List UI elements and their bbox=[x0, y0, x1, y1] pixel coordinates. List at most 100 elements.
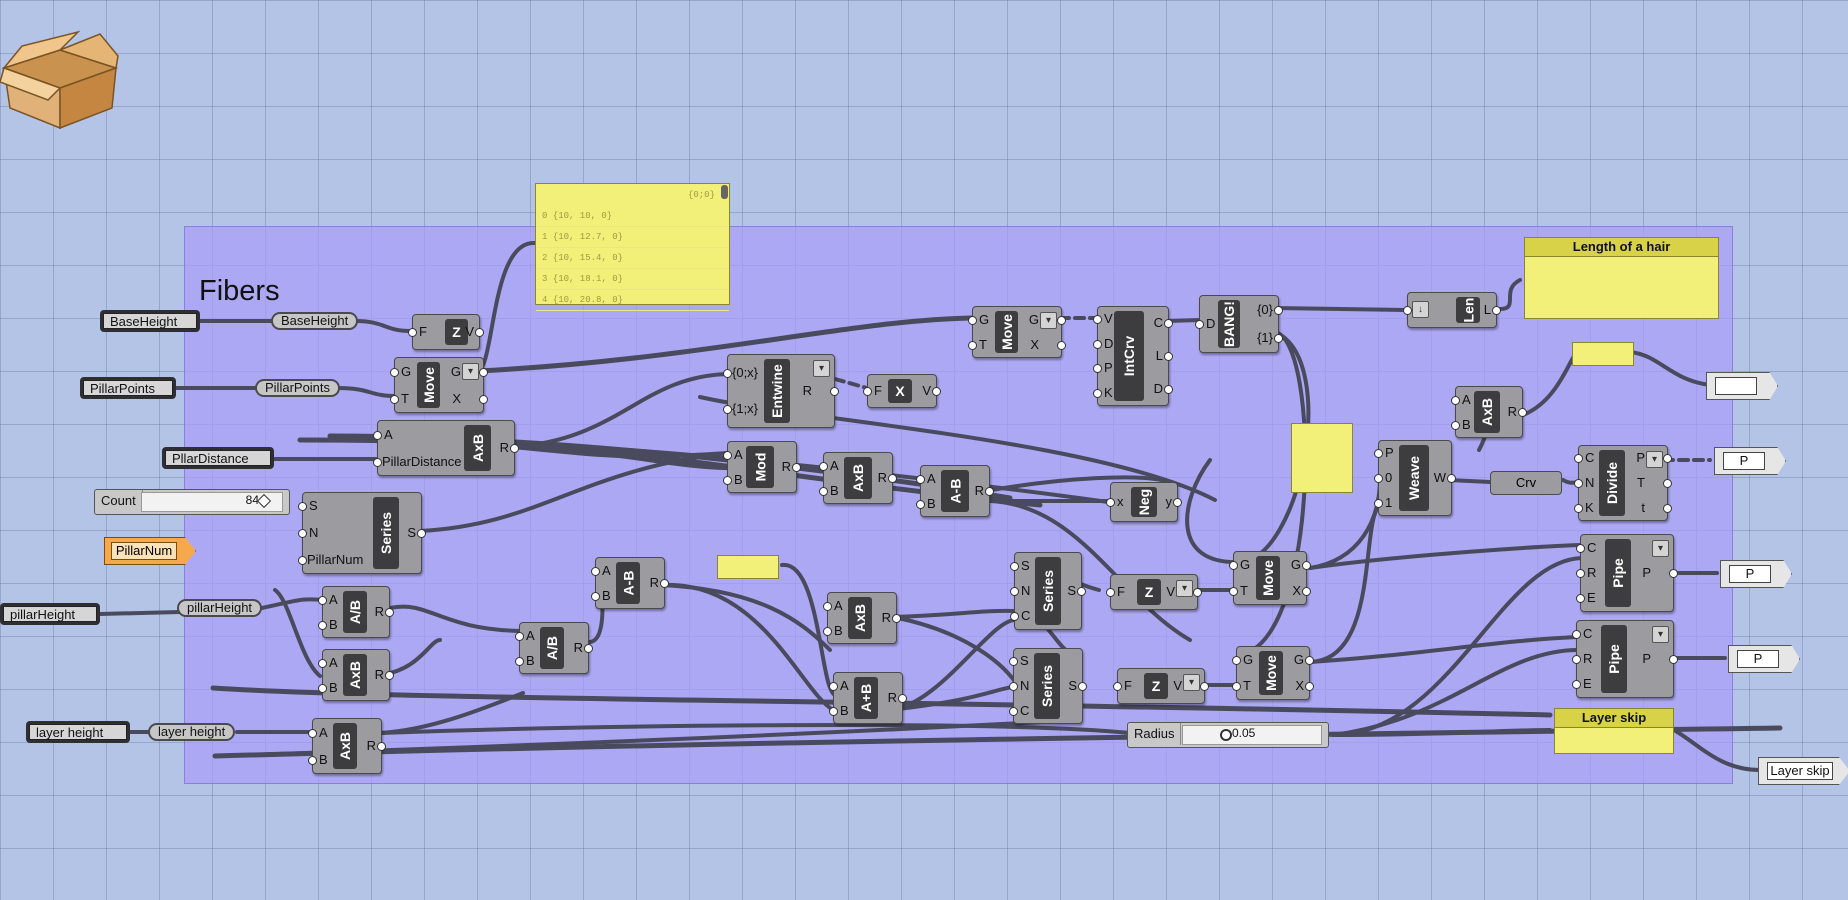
output-grip[interactable] bbox=[385, 608, 394, 617]
input-grip[interactable] bbox=[298, 529, 307, 538]
base-height-relay[interactable]: BaseHeight bbox=[271, 312, 359, 330]
output-grip[interactable] bbox=[1305, 682, 1314, 691]
component-entwine-node[interactable]: Entwine{0;x}{1;x}R▾ bbox=[723, 354, 839, 428]
input-grip[interactable] bbox=[1574, 479, 1583, 488]
output-grip[interactable] bbox=[1274, 334, 1283, 343]
radius-slider[interactable]: Radius 0.05 bbox=[1127, 722, 1329, 748]
input-grip[interactable] bbox=[308, 755, 317, 765]
output-grip[interactable] bbox=[1663, 479, 1672, 488]
output-grip[interactable] bbox=[1492, 306, 1501, 315]
output-grip[interactable] bbox=[792, 463, 801, 472]
input-grip[interactable] bbox=[591, 566, 600, 576]
input-grip[interactable] bbox=[1010, 587, 1019, 596]
output-grip[interactable] bbox=[1193, 588, 1202, 597]
radius-slider-handle[interactable] bbox=[1220, 729, 1232, 741]
crv-param[interactable]: Crv bbox=[1490, 471, 1562, 495]
pillar-points-param[interactable]: PillarPoints bbox=[80, 377, 176, 399]
input-grip[interactable] bbox=[1572, 680, 1581, 690]
input-grip[interactable] bbox=[723, 450, 732, 460]
output-grip[interactable] bbox=[1057, 340, 1066, 350]
output-grip[interactable] bbox=[898, 694, 907, 703]
output-grip[interactable] bbox=[385, 671, 394, 680]
input-grip[interactable] bbox=[1106, 588, 1115, 597]
input-grip[interactable] bbox=[298, 502, 307, 512]
filter-icon[interactable]: ▾ bbox=[1646, 451, 1663, 468]
panel-scrollbar[interactable] bbox=[721, 185, 728, 199]
output-grip[interactable] bbox=[1200, 682, 1209, 691]
count-slider-track[interactable] bbox=[141, 492, 283, 512]
input-grip[interactable] bbox=[1009, 706, 1018, 716]
input-grip[interactable] bbox=[390, 394, 399, 404]
output-grip[interactable] bbox=[932, 387, 941, 396]
input-grip[interactable] bbox=[1574, 454, 1583, 464]
input-grip[interactable] bbox=[1229, 587, 1238, 596]
input-grip[interactable] bbox=[723, 405, 732, 414]
input-grip[interactable] bbox=[1106, 498, 1115, 507]
input-grip[interactable] bbox=[916, 499, 925, 509]
input-grip[interactable] bbox=[1232, 682, 1241, 691]
filter-icon[interactable]: ▾ bbox=[1183, 674, 1200, 691]
length-panel[interactable]: Length of a hair bbox=[1524, 237, 1719, 319]
input-grip[interactable] bbox=[968, 315, 977, 325]
output-grip[interactable] bbox=[1518, 408, 1527, 417]
output-grip[interactable] bbox=[1447, 474, 1456, 483]
input-grip[interactable] bbox=[308, 728, 317, 738]
output-tag-empty[interactable] bbox=[1706, 372, 1778, 400]
output-tag-layer-skip[interactable]: Layer skip bbox=[1758, 757, 1848, 785]
input-grip[interactable] bbox=[1576, 569, 1585, 578]
input-grip[interactable] bbox=[318, 658, 327, 668]
input-grip[interactable] bbox=[1576, 594, 1585, 604]
filter-icon[interactable]: ▾ bbox=[1040, 312, 1057, 329]
input-grip[interactable] bbox=[1195, 320, 1204, 329]
input-grip[interactable] bbox=[1374, 449, 1383, 459]
input-grip[interactable] bbox=[1572, 655, 1581, 664]
output-tag-p[interactable]: P bbox=[1728, 645, 1800, 673]
output-grip[interactable] bbox=[510, 444, 519, 453]
output-grip[interactable] bbox=[1302, 587, 1311, 596]
input-grip[interactable] bbox=[1093, 339, 1102, 349]
output-grip[interactable] bbox=[888, 474, 897, 483]
input-grip[interactable] bbox=[1093, 388, 1102, 398]
output-grip[interactable] bbox=[985, 487, 994, 496]
input-grip[interactable] bbox=[298, 555, 307, 565]
pillar-points-relay[interactable]: PillarPoints bbox=[255, 379, 341, 397]
layer-height-relay[interactable]: layer height bbox=[148, 723, 236, 741]
layer-skip-panel[interactable]: Layer skip bbox=[1554, 708, 1674, 754]
input-grip[interactable] bbox=[515, 656, 524, 666]
output-grip[interactable] bbox=[1077, 587, 1086, 596]
pillar-height-relay[interactable]: pillarHeight bbox=[177, 599, 263, 617]
filter-icon[interactable]: ▾ bbox=[1652, 626, 1669, 643]
component-len-node[interactable]: LenCL↓ bbox=[1403, 292, 1501, 328]
input-grip[interactable] bbox=[1093, 315, 1102, 325]
input-grip[interactable] bbox=[1451, 395, 1460, 405]
output-grip[interactable] bbox=[1173, 498, 1182, 507]
input-grip[interactable] bbox=[819, 461, 828, 471]
input-grip[interactable] bbox=[829, 681, 838, 691]
output-tag-p[interactable]: P bbox=[1720, 560, 1792, 588]
points-panel[interactable]: {0;0} 0 {10, 10, 0} 1 {10, 12.7, 0} 2 {1… bbox=[535, 183, 730, 311]
flatten-icon[interactable]: ↓ bbox=[1412, 301, 1429, 318]
pillar-distance-param[interactable]: PllarDistance bbox=[162, 447, 274, 469]
input-grip[interactable] bbox=[408, 328, 417, 337]
output-grip[interactable] bbox=[892, 614, 901, 623]
output-grip[interactable] bbox=[1669, 569, 1678, 578]
